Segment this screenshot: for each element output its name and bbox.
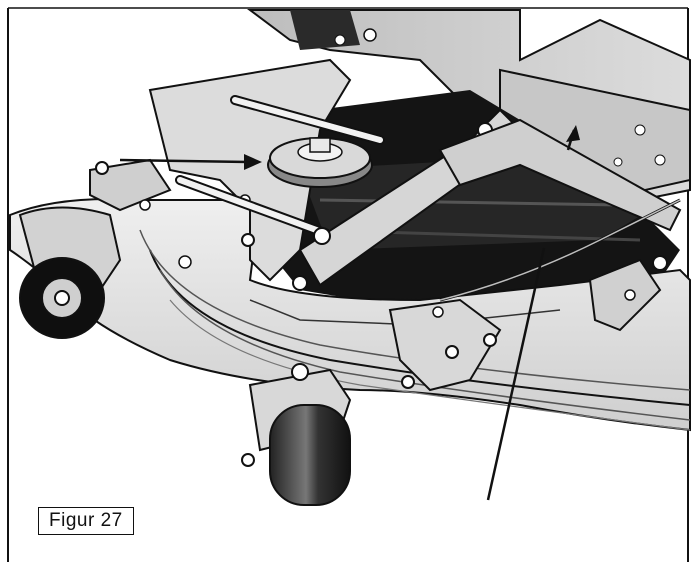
figure-label: Figur 27 — [38, 507, 134, 535]
leader-line — [486, 247, 546, 501]
arrowhead-bracket — [566, 125, 580, 142]
mower-deck-shell — [9, 198, 691, 432]
front-caster-wheel — [241, 363, 352, 506]
pointer-arrows — [119, 125, 580, 501]
front-bracket — [388, 298, 502, 392]
pulley — [267, 137, 373, 188]
arrowhead-pulley — [244, 154, 262, 170]
right-bracket — [438, 118, 682, 332]
left-caster-wheel — [18, 206, 122, 339]
